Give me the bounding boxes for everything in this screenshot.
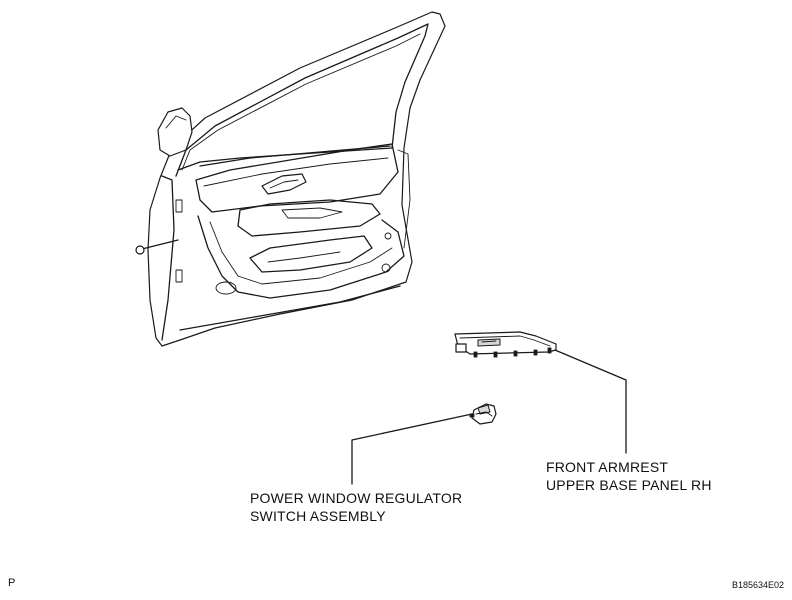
front-armrest-upper-base-panel-illustration — [454, 331, 557, 358]
power-window-switch-illustration — [469, 403, 497, 425]
front-door-illustration — [135, 11, 446, 347]
armrest-leader-line — [554, 349, 627, 454]
corner-mark-left: P — [8, 577, 16, 589]
switch-leader-line — [351, 413, 473, 485]
power-window-switch-label: POWER WINDOW REGULATOR SWITCH ASSEMBLY — [250, 489, 462, 525]
front-armrest-label: FRONT ARMREST UPPER BASE PANEL RH — [546, 458, 712, 494]
figure-code: B185634E02 — [731, 580, 784, 590]
power-window-label-line2: SWITCH ASSEMBLY — [250, 508, 386, 524]
power-window-label-line1: POWER WINDOW REGULATOR — [250, 490, 463, 506]
front-armrest-label-line2: UPPER BASE PANEL RH — [546, 477, 712, 493]
front-armrest-label-line1: FRONT ARMREST — [546, 459, 669, 475]
